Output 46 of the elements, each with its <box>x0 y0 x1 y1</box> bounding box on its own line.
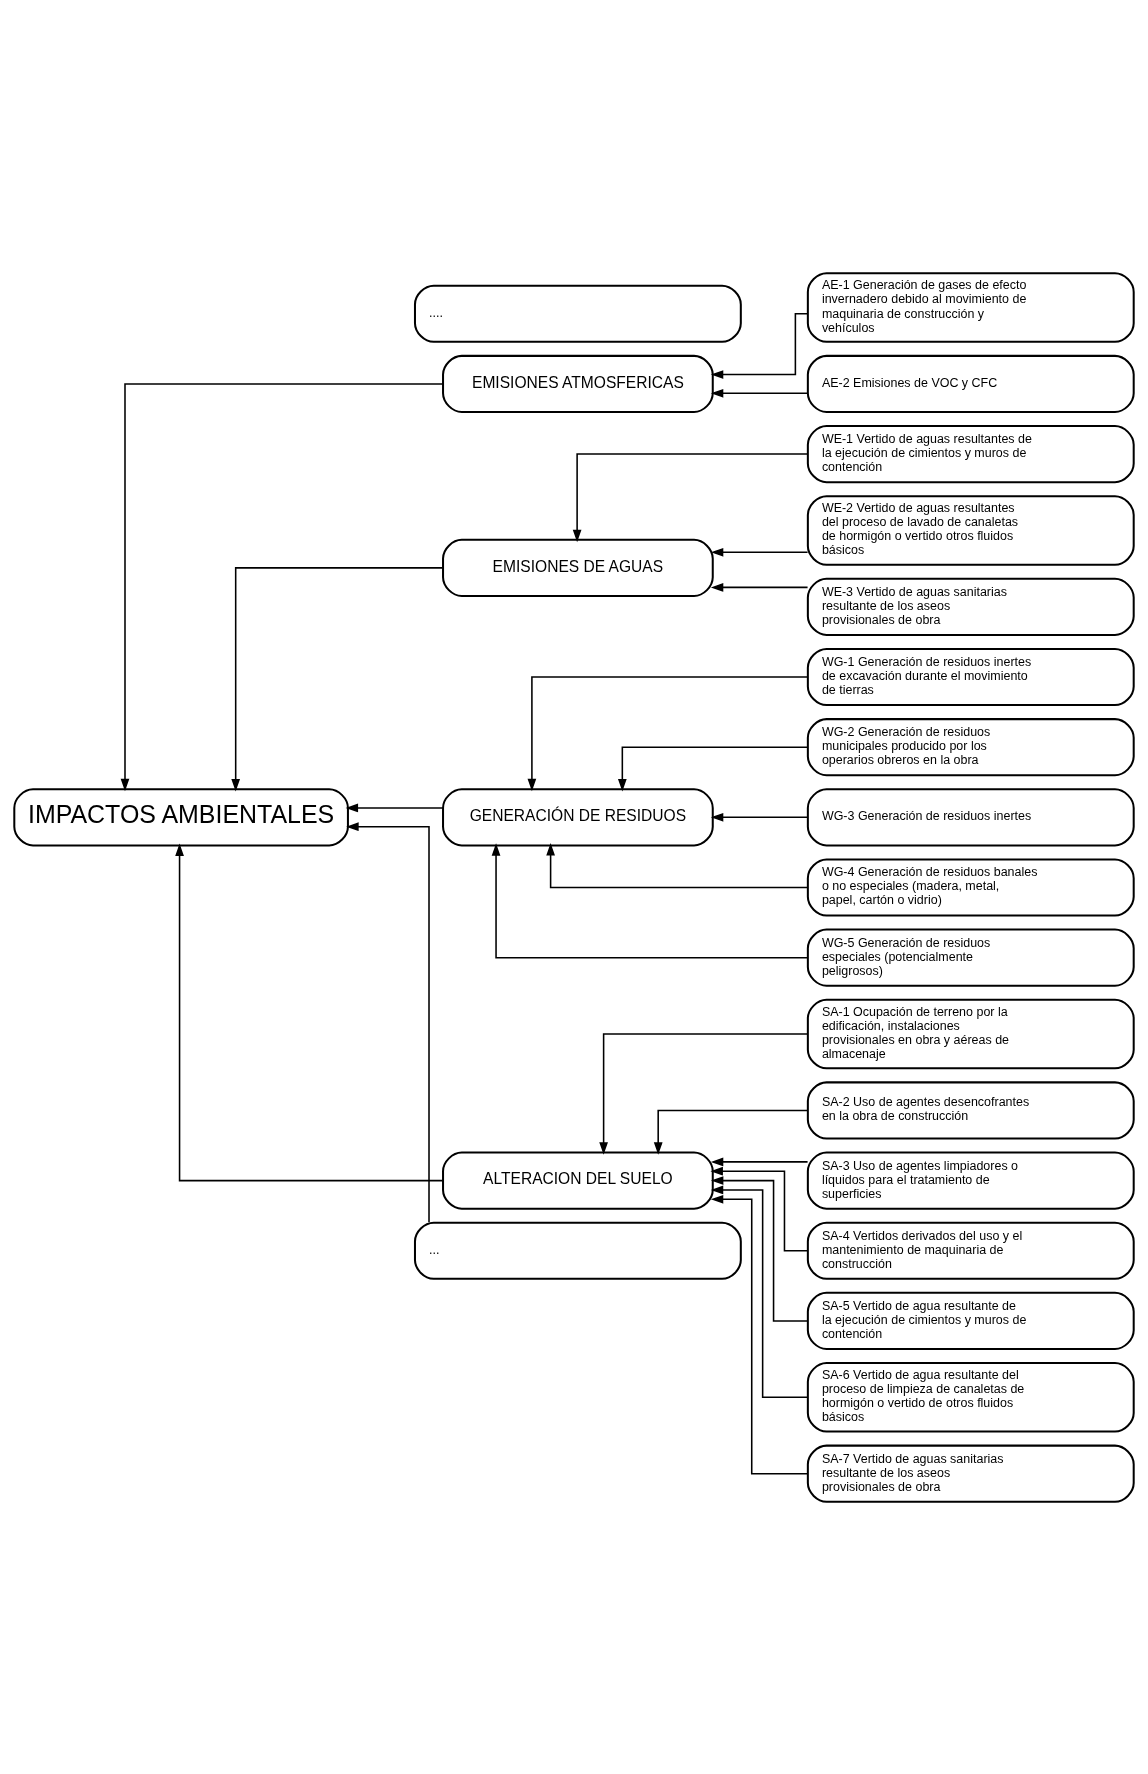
node-box: SA-3 Uso de agentes limpiadores o líquidos para el tratamiento de superficies <box>806 1151 1135 1210</box>
node-box: WG-3 Generación de residuos inertes <box>806 787 1135 846</box>
node-box: WG-4 Generación de residuos banales o no especiales (madera, metal, papel, cartón o vidrio) <box>806 857 1135 917</box>
arrow <box>617 745 809 792</box>
arrow <box>710 1157 809 1166</box>
node-box: WE-1 Vertido de aguas resultantes de la ejecución de cimientos y muros de contención <box>806 424 1135 483</box>
node-box: WG-1 Generación de residuos inertes de excavación durante el movimiento de tierras <box>806 647 1135 706</box>
node-box: WE-3 Vertido de aguas sanitarias resultante de los aseos provisionales de obra <box>806 577 1135 636</box>
node-box: SA-7 Vertido de aguas sanitarias resultante de los aseos provisionales de obra <box>806 1444 1135 1503</box>
node-box: EMISIONES DE AGUAS <box>442 538 714 597</box>
arrow <box>175 842 444 1181</box>
node-box: SA-1 Ocupación de terreno por la edificación, instalaciones provisionales en obra y aéreas de almacenaje <box>806 998 1135 1069</box>
arrow <box>710 547 809 557</box>
arrow <box>546 842 809 888</box>
node-box: AE-2 Emisiones de VOC y CFC <box>806 354 1135 413</box>
arrow <box>710 388 809 398</box>
arrow <box>710 312 809 379</box>
node-box: SA-2 Uso de agentes desencofrantes en la obra de construcción <box>806 1080 1135 1140</box>
node-box: EMISIONES ATMOSFERICAS <box>442 354 714 413</box>
node-box: GENERACIÓN DE RESIDUOS <box>442 787 714 846</box>
arrow <box>572 452 809 542</box>
arrow <box>710 1185 809 1398</box>
node-box: ALTERACION DEL SUELO <box>442 1151 714 1210</box>
node-box: ... <box>413 1221 742 1280</box>
arrow <box>345 803 444 812</box>
node-box: WG-5 Generación de residuos especiales (potencialmente peligrosos) <box>806 928 1135 987</box>
node-box: SA-4 Vertidos derivados del uso y el mantenimiento de maquinaria de construcción <box>806 1221 1135 1280</box>
arrow <box>710 1166 809 1252</box>
arrow <box>491 842 809 958</box>
node-box: .... <box>413 284 742 343</box>
node-box: WE-2 Vertido de aguas resultantes del proceso de lavado de canaletas de hormigón o vertido otros fluidos básicos <box>806 494 1135 566</box>
node-box: IMPACTOS AMBIENTALES <box>13 787 349 846</box>
arrow <box>710 1194 809 1474</box>
node-box: SA-6 Vertido de agua resultante del proceso de limpieza de canaletas de hormigón o vertido de otros fluidos básicos <box>806 1361 1135 1433</box>
node-box: WG-2 Generación de residuos municipales producido por los operarios obreros en la obra <box>806 717 1135 776</box>
arrow <box>653 1109 809 1155</box>
arrow <box>346 821 430 1223</box>
arrow <box>120 382 444 791</box>
arrow <box>231 566 444 792</box>
arrow <box>710 1175 809 1322</box>
arrow <box>599 1032 809 1155</box>
arrow <box>710 812 809 822</box>
arrow <box>710 582 809 592</box>
node-box: SA-5 Vertido de agua resultante de la ejecución de cimientos y muros de contención <box>806 1291 1135 1350</box>
arrow <box>527 675 809 791</box>
node-box: AE-1 Generación de gases de efecto invernadero debido al movimiento de maquinaria de construcción y vehículos <box>806 271 1135 343</box>
